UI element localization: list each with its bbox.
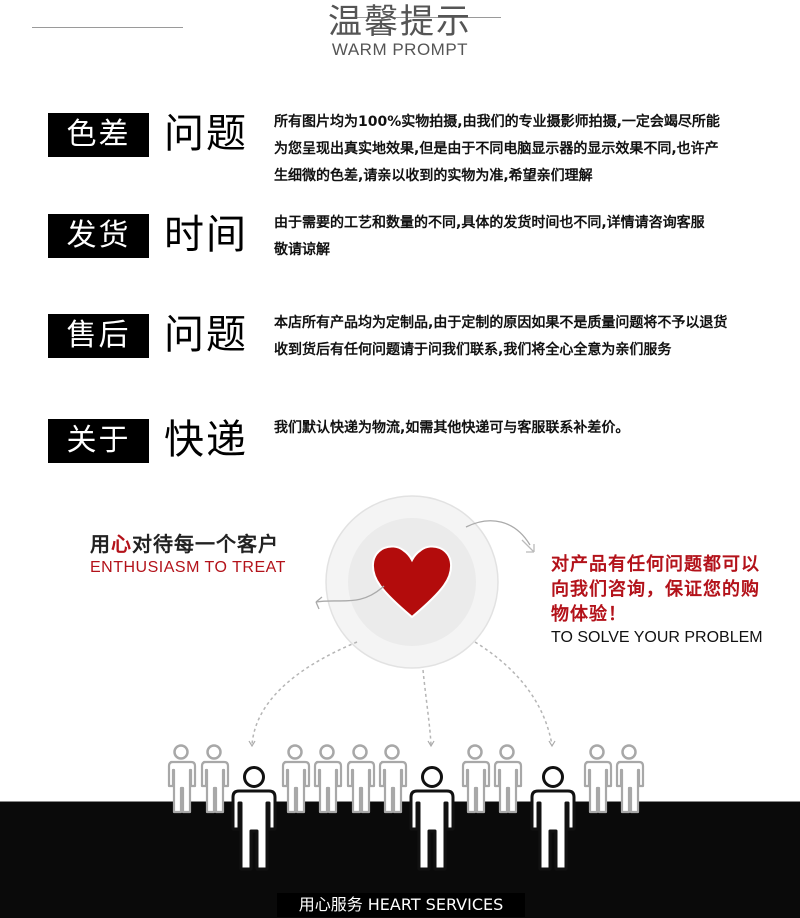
- desc-line: 敬请谅解: [274, 242, 330, 258]
- person-icon: [167, 744, 197, 814]
- person-highlight-icon: [530, 766, 576, 871]
- section-title: 问题: [164, 111, 248, 157]
- dashed-arrow-center: [422, 669, 432, 746]
- desc-line: 我们默认快递为物流,如需其他快递可与客服联系补差价。: [274, 420, 630, 436]
- header-divider-left: [32, 27, 183, 28]
- page-title: 温馨提示: [328, 2, 472, 42]
- section-description: 我们默认快递为物流,如需其他快递可与客服联系补差价。: [274, 415, 774, 442]
- section-title: 时间: [164, 212, 248, 258]
- person-icon: [378, 744, 408, 814]
- service-illustration: [248, 495, 556, 748]
- section-tag: 发货: [48, 214, 149, 258]
- desc-line: 所有图片均为100%实物拍摄,由我们的专业摄影师拍摄,一定会竭尽所能: [274, 114, 720, 130]
- desc-line: 为您呈现出真实地效果,但是由于不同电脑显示器的显示效果不同,也许产: [274, 141, 719, 157]
- left-caption-cn: 用心对待每一个客户: [90, 532, 279, 556]
- curved-arrow-left: [315, 585, 385, 603]
- person-icon: [313, 744, 343, 814]
- person-icon: [346, 744, 376, 814]
- left-caption-en: ENTHUSIASM TO TREAT: [90, 559, 286, 576]
- section-title: 快递: [164, 417, 248, 463]
- section-description: 本店所有产品均为定制品,由于定制的原因如果不是质量问题将不予以退货 收到货后有任…: [274, 310, 774, 364]
- person-icon: [493, 744, 523, 814]
- people-row: [167, 744, 645, 871]
- left-caption: 用心对待每一个客户 ENTHUSIASM TO TREAT: [90, 528, 286, 577]
- curved-arrow-right: [465, 520, 531, 546]
- section-description: 由于需要的工艺和数量的不同,具体的发货时间也不同,详情请咨询客服 敬请谅解: [274, 210, 774, 264]
- desc-line: 由于需要的工艺和数量的不同,具体的发货时间也不同,详情请咨询客服: [274, 215, 705, 231]
- footer-label: 用心服务 HEART SERVICES: [277, 893, 525, 917]
- heart-circle: [325, 495, 499, 669]
- person-icon: [281, 744, 311, 814]
- desc-line: 收到货后有任何问题请于问我们联系,我们将全心全意为亲们服务: [274, 342, 672, 358]
- right-caption-cn: 对产品有任何问题都可以 向我们咨询，保证您的购 物体验！: [551, 554, 760, 625]
- section-tag: 关于: [48, 419, 149, 463]
- person-highlight-icon: [409, 766, 455, 871]
- person-icon: [615, 744, 645, 814]
- desc-line: 本店所有产品均为定制品,由于定制的原因如果不是质量问题将不予以退货: [274, 315, 728, 331]
- person-icon: [200, 744, 230, 814]
- header-divider-right: [351, 17, 501, 18]
- heart-icon: [371, 545, 453, 619]
- section-tag: 售后: [48, 314, 149, 358]
- dashed-arrow-right: [474, 641, 553, 746]
- section-tag: 色差: [48, 113, 149, 157]
- person-icon: [583, 744, 613, 814]
- person-highlight-icon: [231, 766, 277, 871]
- section-description: 所有图片均为100%实物拍摄,由我们的专业摄影师拍摄,一定会竭尽所能 为您呈现出…: [274, 109, 774, 190]
- right-caption-en: TO SOLVE YOUR PROBLEM: [551, 629, 763, 646]
- person-icon: [461, 744, 491, 814]
- section-title: 问题: [164, 312, 248, 358]
- page-subtitle: WARM PROMPT: [331, 40, 469, 59]
- dashed-arrow-left: [251, 641, 358, 746]
- right-caption: 对产品有任何问题都可以 向我们咨询，保证您的购 物体验！ TO SOLVE YO…: [551, 552, 791, 647]
- desc-line: 生细微的色差,请亲以收到的实物为准,希望亲们理解: [274, 168, 593, 184]
